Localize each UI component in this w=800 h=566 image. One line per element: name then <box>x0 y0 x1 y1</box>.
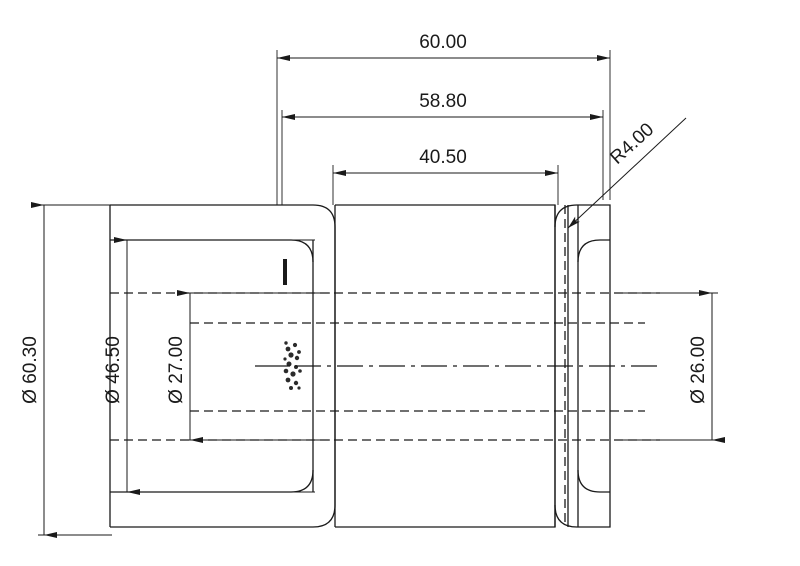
dim-label-bore-diameter-large: Ø 27.00 <box>166 336 187 404</box>
keyway-mark <box>283 259 287 285</box>
shoulder-top-left <box>110 239 314 263</box>
dim-label-outer-diameter: Ø 60.30 <box>20 336 41 404</box>
shoulder-bottom-right <box>577 469 610 493</box>
extension-lines <box>38 50 718 536</box>
dim-label-body-length: 58.80 <box>419 91 467 112</box>
dim-label-bore-diameter-small: Ø 26.00 <box>688 336 709 404</box>
dimension-labels: 60.00 58.80 40.50 Ø 60.30 Ø 46.50 Ø 27.0… <box>20 32 709 404</box>
dimension-lines[interactable] <box>31 55 725 538</box>
dim-label-fillet-radius: R4.00 <box>606 119 658 169</box>
illegible-stamp-icon <box>283 341 302 390</box>
dim-label-major-diameter-length: 40.50 <box>419 147 467 168</box>
dim-label-shoulder-diameter: Ø 46.50 <box>103 336 124 404</box>
shoulder-bottom-left <box>110 469 314 493</box>
dim-label-overall-length: 60.00 <box>419 32 467 53</box>
leader-line-fillet-radius[interactable] <box>567 117 687 229</box>
shoulder-top-right <box>577 239 610 263</box>
